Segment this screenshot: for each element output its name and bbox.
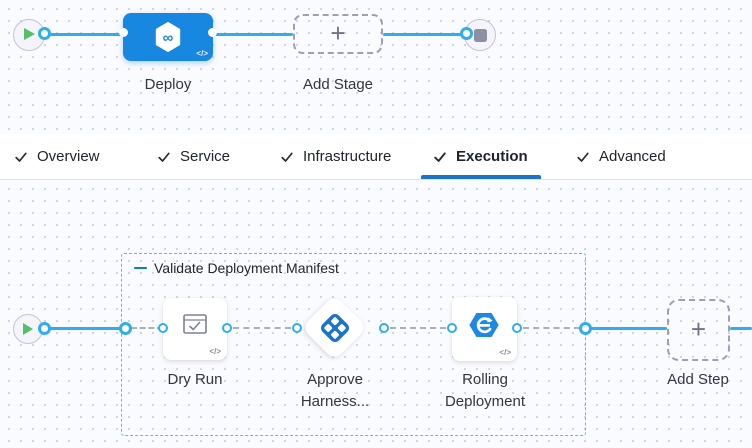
connector-line	[730, 326, 752, 330]
add-stage-label: Add Stage	[302, 76, 374, 93]
add-step-button[interactable]: +	[667, 299, 730, 361]
connector-line	[44, 326, 125, 330]
step-port[interactable]	[378, 322, 389, 333]
stage-in-port[interactable]	[119, 28, 128, 37]
step-yaml-badge[interactable]: </>	[209, 347, 221, 356]
svg-text:∞: ∞	[163, 29, 174, 46]
harness-hexagon-infinity-icon: ∞	[155, 22, 181, 52]
window-check-icon	[183, 314, 207, 334]
stage-graph-canvas: ∞ </> Deploy + Add Stage	[0, 0, 752, 134]
step-group-title: Validate Deployment Manifest	[154, 260, 339, 276]
add-stage-button[interactable]: +	[293, 14, 383, 54]
step-label: Rolling Deployment	[444, 371, 526, 410]
tab-label: Execution	[456, 148, 528, 165]
plus-icon: +	[690, 313, 707, 344]
rolling-update-hexagon-icon	[469, 313, 499, 337]
tab-infrastructure[interactable]: Infrastructure	[280, 134, 391, 179]
tab-overview[interactable]: Overview	[14, 134, 100, 179]
start-port[interactable]	[38, 321, 51, 335]
tab-execution-active[interactable]: Execution	[433, 134, 528, 179]
step-yaml-badge[interactable]: </>	[499, 348, 511, 357]
connector-line	[591, 326, 667, 330]
step-label: Approve Harness...	[300, 371, 370, 410]
tab-label: Advanced	[599, 148, 666, 165]
check-icon	[577, 152, 589, 162]
check-icon	[158, 152, 170, 162]
tab-label: Overview	[37, 148, 100, 165]
group-in-port[interactable]	[119, 321, 132, 335]
plus-icon: +	[330, 17, 346, 48]
approval-diamond-icon	[321, 314, 349, 342]
step-port[interactable]	[446, 322, 457, 333]
tab-label: Service	[180, 148, 231, 165]
step-node-dry-run[interactable]: </>	[163, 298, 227, 360]
tab-advanced[interactable]: Advanced	[576, 134, 666, 179]
step-node-rolling-deployment[interactable]: </>	[452, 297, 517, 361]
start-port[interactable]	[38, 27, 51, 40]
step-port[interactable]	[291, 322, 302, 333]
group-out-port[interactable]	[579, 321, 592, 335]
stage-out-port[interactable]	[208, 28, 217, 37]
stage-config-tabbar: Overview Service Infrastructure Executio…	[0, 134, 752, 180]
step-group-box[interactable]	[121, 253, 586, 436]
step-port[interactable]	[511, 322, 522, 333]
stage-label: Deploy	[144, 76, 192, 93]
collapse-group-icon[interactable]	[134, 266, 147, 270]
active-tab-underline	[421, 175, 541, 179]
dashed-connector	[390, 327, 446, 329]
step-group-header: Validate Deployment Manifest	[134, 260, 339, 276]
tab-label: Infrastructure	[303, 148, 392, 165]
connector-line	[383, 32, 461, 36]
dashed-connector	[523, 327, 580, 329]
end-port[interactable]	[460, 27, 473, 40]
add-step-label: Add Step	[667, 371, 729, 388]
step-label: Dry Run	[167, 371, 223, 388]
play-icon	[24, 28, 35, 40]
stop-icon	[473, 28, 487, 42]
step-port[interactable]	[157, 322, 168, 333]
dashed-connector	[233, 327, 291, 329]
play-icon	[23, 323, 33, 335]
check-icon	[15, 152, 27, 162]
execution-graph-canvas: Validate Deployment Manifest </> Dry Run	[0, 180, 752, 448]
connector-line	[44, 32, 123, 36]
stage-yaml-badge[interactable]: </>	[196, 49, 208, 58]
step-port[interactable]	[221, 322, 232, 333]
dashed-connector	[131, 327, 163, 329]
check-icon	[281, 152, 293, 162]
stage-node-deploy[interactable]: ∞ </>	[119, 13, 217, 61]
connector-line	[213, 32, 293, 36]
check-icon	[434, 151, 446, 162]
tab-service[interactable]: Service	[157, 134, 230, 179]
